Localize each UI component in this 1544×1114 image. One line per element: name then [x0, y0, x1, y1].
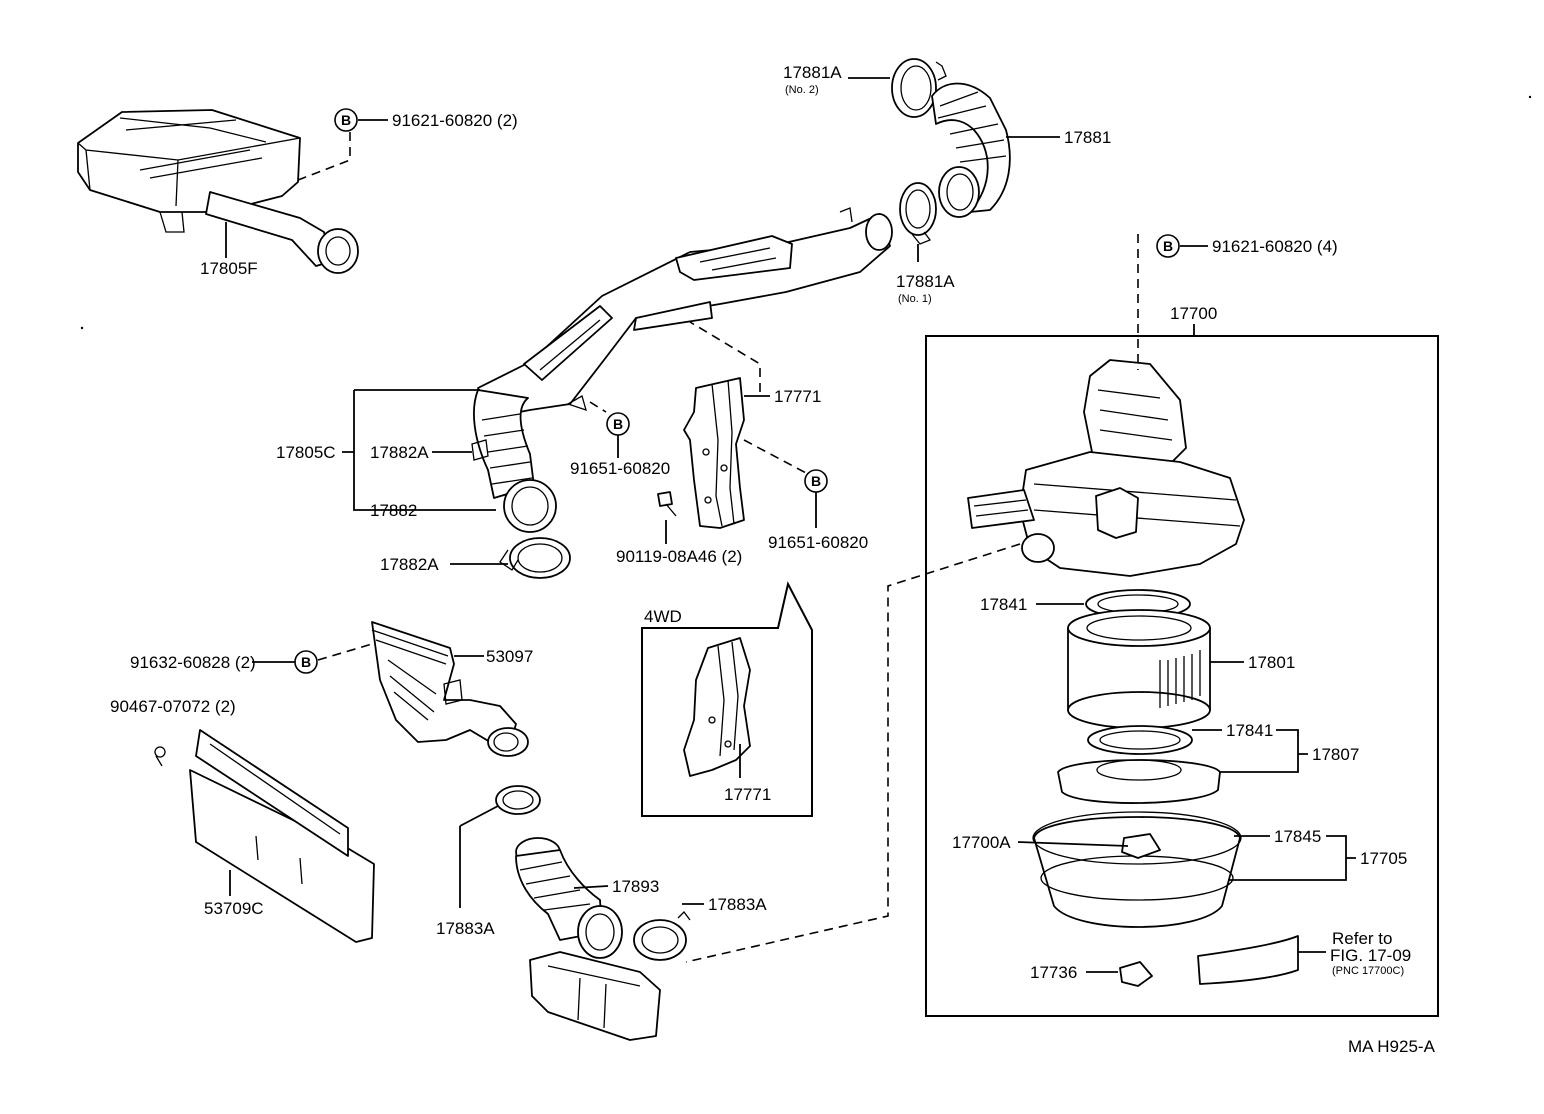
- air-inlet-53097-part: [371, 621, 529, 757]
- hose-clamp-17881a-no1-part: [899, 182, 937, 245]
- label-17705: 17705: [1360, 849, 1407, 868]
- label-17882a-bottom: 17882A: [380, 555, 439, 574]
- label-91651-60820-left: 91651-60820: [570, 459, 670, 478]
- bolt-90119-08a46-part: [657, 491, 677, 517]
- label-refer-to: Refer to: [1332, 929, 1392, 948]
- part-labels: 17881A (No. 2) 17881 17881A (No. 1) 9162…: [110, 63, 1436, 1056]
- label-footer-code: MA H925-A: [1348, 1037, 1436, 1056]
- label-17883a-right: 17883A: [708, 895, 767, 914]
- label-4wd: 4WD: [644, 607, 682, 626]
- label-no1: (No. 1): [898, 293, 932, 305]
- label-17845: 17845: [1274, 827, 1321, 846]
- label-17736: 17736: [1030, 963, 1077, 982]
- label-no2: (No. 2): [785, 84, 819, 96]
- label-17805f: 17805F: [200, 259, 258, 278]
- label-17771-4wd: 17771: [724, 785, 771, 804]
- bracket-17771-part: [683, 377, 745, 529]
- bolt-symbol-text: B: [1163, 238, 1173, 254]
- label-17881a-no1: 17881A: [896, 272, 955, 291]
- shield-plate-53709c-part: [154, 729, 375, 943]
- bolt-symbol-91621-2: B: [334, 108, 358, 132]
- air-hose-17881-part: [931, 82, 1011, 218]
- label-17700: 17700: [1170, 304, 1217, 323]
- bolt-symbol-text: B: [341, 112, 351, 128]
- label-90119-08a46: 90119-08A46 (2): [616, 547, 742, 566]
- leader-lines: [225, 77, 1356, 973]
- 4wd-inset-box: [641, 581, 813, 817]
- label-17883a-left: 17883A: [436, 919, 495, 938]
- label-17771-top: 17771: [774, 387, 821, 406]
- label-90467-07072: 90467-07072 (2): [110, 697, 236, 716]
- label-53097: 53097: [486, 647, 533, 666]
- bolt-symbol-91621-4: B: [1156, 234, 1180, 258]
- intake-hose-17893-part: [515, 837, 661, 1041]
- label-17882: 17882: [370, 501, 417, 520]
- label-17882a-top: 17882A: [370, 443, 429, 462]
- intake-duct-17805c-part: [471, 207, 893, 533]
- label-91621-60820-4: 91621-60820 (4): [1212, 237, 1338, 256]
- label-17841-top: 17841: [980, 595, 1027, 614]
- hose-clamp-17881a-no2-part: [891, 58, 947, 118]
- bolt-symbol-91632: B: [294, 650, 318, 674]
- hose-clamp-17882a-part: [499, 537, 571, 579]
- label-refer-fig: FIG. 17-09: [1330, 946, 1411, 965]
- label-17893: 17893: [612, 877, 659, 896]
- label-91621-60820-2: 91621-60820 (2): [392, 111, 518, 130]
- hose-clamp-17883a-left-part: [495, 785, 541, 815]
- bolt-symbol-text: B: [301, 654, 311, 670]
- hose-clamp-17883a-right-part: [633, 911, 691, 961]
- label-17807: 17807: [1312, 745, 1359, 764]
- air-cleaner-assembly-17700-part: [925, 335, 1439, 1017]
- label-17881a-no2: 17881A: [783, 63, 842, 82]
- label-17805c: 17805C: [276, 443, 336, 462]
- intake-silencer-17805f-part: [77, 109, 359, 274]
- label-17801: 17801: [1248, 653, 1295, 672]
- label-17841-mid: 17841: [1226, 721, 1273, 740]
- bolt-symbol-text: B: [613, 416, 623, 432]
- bolt-symbol-91651-left: B: [606, 412, 630, 436]
- label-91632-60828: 91632-60828 (2): [130, 653, 256, 672]
- label-53709c: 53709C: [204, 899, 264, 918]
- label-refer-pnc: (PNC 17700C): [1332, 965, 1404, 977]
- label-17700a: 17700A: [952, 833, 1011, 852]
- label-17881: 17881: [1064, 128, 1111, 147]
- bolt-symbol-91651-right: B: [804, 469, 828, 493]
- bolt-symbol-text: B: [811, 473, 821, 489]
- label-91651-60820-right: 91651-60820: [768, 533, 868, 552]
